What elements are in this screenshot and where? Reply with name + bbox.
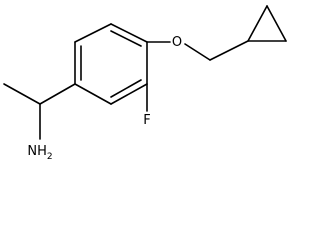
ring-bond-lower-right [110, 83, 148, 105]
ring-double-bond-top [110, 30, 142, 47]
amine-atom-label: NH2 [27, 144, 52, 162]
oxygen-methylene-bond [184, 43, 211, 61]
amine-subscript: 2 [47, 152, 53, 162]
molecule-structure: O F NH2 [3, 5, 287, 162]
cyclopropyl-bond-right [266, 5, 287, 42]
ring-bond-bottom [74, 83, 112, 105]
fluorine-atom-label: F [143, 113, 150, 128]
oxygen-atom-label: O [172, 35, 182, 50]
cyclopropylmethoxy-group [146, 5, 287, 61]
cyclopropyl-bond-left [247, 5, 268, 42]
alpha-carbon-methyl-bond [3, 83, 41, 105]
ring-bond-top [110, 23, 148, 43]
ring-double-bond-lower-right [110, 79, 142, 98]
amine-nh-text: NH [27, 144, 47, 159]
aryl-alpha-carbon-bond [39, 83, 76, 105]
benzene-ring [74, 23, 148, 105]
ring-bond-upper-left [74, 23, 112, 43]
methylene-cyclopropyl-bond [209, 40, 249, 61]
ethylamine-group [3, 83, 76, 140]
